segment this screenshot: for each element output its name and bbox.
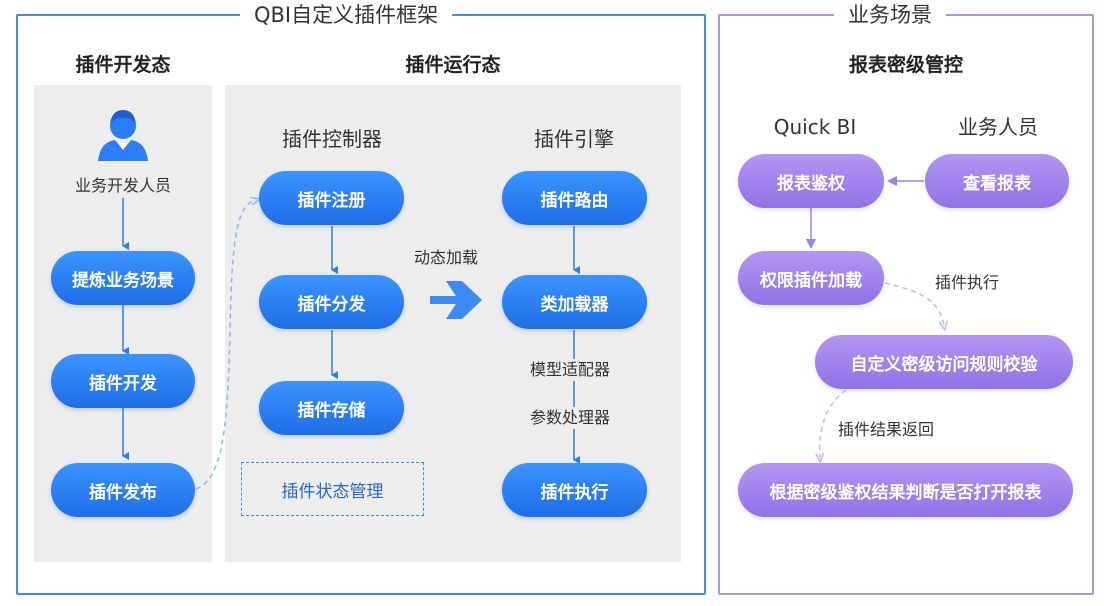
- permission-plugin-load-node: 权限插件加载: [738, 251, 884, 305]
- engine-title: 插件引擎: [534, 127, 614, 151]
- report-auth-node: 报表鉴权: [738, 154, 884, 208]
- controller-step-distribute: 插件分发: [259, 275, 404, 329]
- decide-open-report-node: 根据密级鉴权结果判断是否打开报表: [738, 463, 1073, 517]
- dev-step-publish: 插件发布: [51, 463, 195, 517]
- custom-rule-check-node: 自定义密级访问规则校验: [815, 335, 1073, 389]
- engine-param-processor-label: 参数处理器: [528, 407, 613, 429]
- view-report-node: 查看报表: [925, 154, 1069, 208]
- dev-step-develop: 插件开发: [51, 354, 195, 408]
- framework-frame: QBI自定义插件框架: [16, 1, 706, 595]
- engine-step-execute: 插件执行: [502, 463, 647, 517]
- dev-section-title: 插件开发态: [75, 54, 171, 76]
- plugin-exec-label: 插件执行: [935, 273, 1000, 292]
- state-management-box: 插件状态管理: [241, 462, 424, 516]
- controller-step-register: 插件注册: [259, 171, 404, 225]
- dev-role-label: 业务开发人员: [74, 176, 171, 195]
- engine-step-class-loader: 类加载器: [502, 275, 647, 329]
- controller-step-store: 插件存储: [259, 381, 404, 435]
- engine-step-routing: 插件路由: [502, 171, 647, 225]
- plugin-result-return-label: 插件结果返回: [838, 420, 935, 439]
- runtime-section-title: 插件运行态: [405, 54, 501, 76]
- engine-model-adapter-label: 模型适配器: [528, 359, 613, 381]
- dynamic-load-label: 动态加载: [414, 248, 479, 267]
- business-title: 业务场景: [834, 1, 946, 29]
- dev-step-extract-scenario: 提炼业务场景: [51, 251, 195, 305]
- business-section-title: 报表密级管控: [848, 54, 963, 76]
- framework-title: QBI自定义插件框架: [240, 1, 453, 29]
- business-frame: 业务场景: [718, 1, 1094, 595]
- quickbi-column-title: Quick BI: [773, 115, 857, 139]
- controller-title: 插件控制器: [282, 127, 382, 151]
- user-column-title: 业务人员: [958, 115, 1038, 139]
